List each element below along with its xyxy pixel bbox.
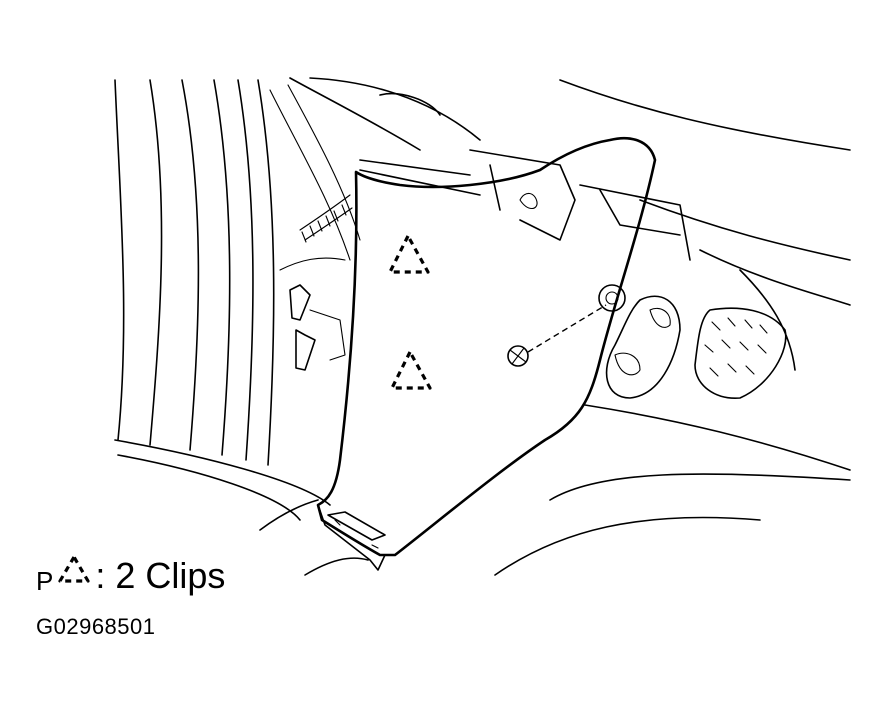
clip-marker-lower [390,350,432,390]
legend: P : 2 Clips [36,536,225,596]
figure-code: G02968501 [36,614,156,639]
screw [507,345,529,367]
accelerator-pedal [694,307,787,399]
clip-marker-upper [388,234,430,274]
wire-harness [279,194,353,371]
screw-alignment-line [527,304,607,353]
upper-bracket [359,149,691,261]
instrument-panel-lines [289,77,851,576]
screw-hole [598,284,626,312]
dashed-triangle-icon [58,555,90,583]
cowl-side-trim-board [316,136,657,571]
legend-prefix: P [36,566,54,596]
legend-text: : 2 Clips [95,555,226,596]
brake-pedal [605,295,681,399]
door-frame-lines [114,79,369,576]
